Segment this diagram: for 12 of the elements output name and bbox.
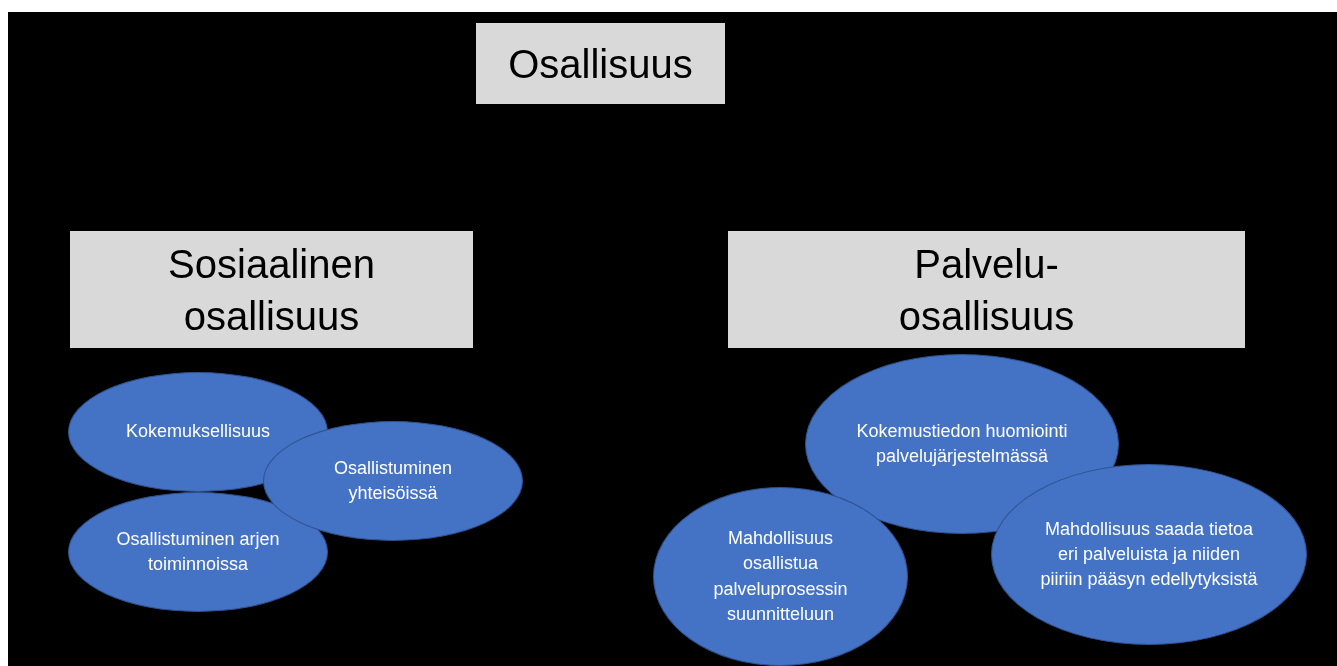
heading-box: [70, 231, 473, 348]
node-label: Osallistuminen arjen toiminnoissa: [115, 527, 281, 576]
node-label: Mahdollisuus saada tietoa eri palveluista ja niiden piiriin pääsyn edellytyksistä: [1039, 517, 1259, 592]
node-label: Kokemustiedon huomiointi palvelujärjestelmässä: [855, 419, 1069, 468]
node-label: Palvelu- osallisuus: [897, 240, 1076, 340]
node-label: Mahdollisuus osallistua palveluprosessin suunnitteluun: [712, 527, 849, 626]
node-label: Kokemuksellisuus: [124, 420, 272, 444]
heading-box: [728, 231, 1245, 348]
node-label: Sosiaalinen osallisuus: [167, 240, 376, 340]
node-label: Osallisuus: [507, 40, 694, 88]
node-label: Osallistuminen yhteisöissä: [332, 456, 453, 505]
heading-box: [476, 23, 725, 104]
